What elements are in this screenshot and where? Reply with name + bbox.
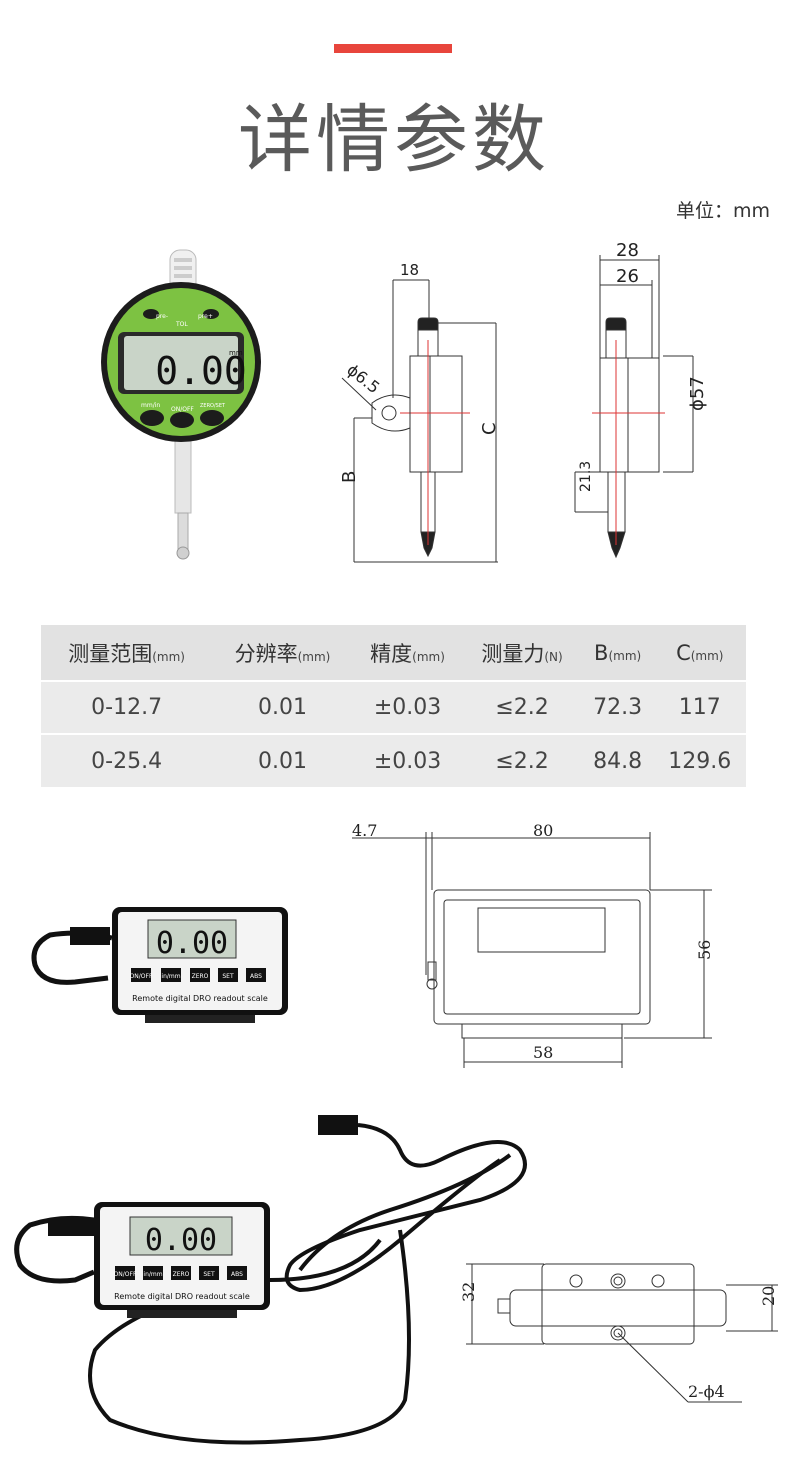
readout-dim-width: 80 (533, 821, 553, 840)
readout-dim-height: 56 (695, 940, 714, 960)
spec-table: 测量范围(mm) 分辨率(mm) 精度(mm) 测量力(N) B(mm) C(m… (41, 625, 746, 787)
unit-label: 单位：mm (675, 200, 770, 222)
side-dim-b: B (339, 471, 360, 483)
header-b: B(mm) (594, 640, 642, 665)
readout-side-dim-height: 32 (459, 1282, 478, 1302)
dial-display-unit: mm (229, 349, 243, 357)
readout-display-value: 0.00 (156, 926, 228, 961)
side-dim-c: C (479, 422, 500, 435)
readout2-button-in-mm[interactable] (143, 1266, 163, 1280)
readout-button-abs[interactable] (246, 968, 266, 982)
readout-unit-photo: 0.00 ON/OFF in/mm ZERO SET ABS Remote di… (31, 907, 288, 1023)
dial-button-on-off[interactable] (170, 412, 194, 428)
table-cell: 84.8 (581, 733, 654, 787)
readout-btn-label-abs: ABS (250, 973, 262, 980)
readout-unit-cable-photo: 0.00 ON/OFF in/mm ZERO SET ABS Remote di… (14, 1115, 527, 1445)
front-view-drawing (574, 255, 694, 559)
header-accuracy: 精度(mm) (370, 641, 445, 666)
spec-table-header-row: 测量范围(mm) 分辨率(mm) 精度(mm) 测量力(N) B(mm) C(m… (41, 625, 746, 681)
dial-label-zero-set: ZERO/SET (200, 403, 226, 409)
readout-side-drawing (466, 1263, 778, 1403)
dial-label-pre-minus: pre- (156, 313, 168, 320)
table-row: 0-25.4 0.01 ±0.03 ≤2.2 84.8 129.6 (41, 733, 746, 787)
table-cell: ±0.03 (352, 733, 463, 787)
readout2-btn-label-set: SET (203, 1271, 215, 1278)
readout-btn-label-set: SET (222, 973, 234, 980)
dial-indicator-photo: 0.00 mm pre- TOL pre+ mm/in ON/OFF ZERO/… (101, 249, 261, 560)
table-cell: 0.01 (212, 733, 353, 787)
readout-dim-base: 58 (533, 1043, 553, 1062)
dial-display-value: 0.00 (155, 349, 247, 393)
side-dim-width: 18 (400, 261, 419, 279)
table-cell: 0-12.7 (91, 695, 163, 720)
table-row: 0-12.7 0.01 ±0.03 ≤2.2 72.3 117 (41, 681, 746, 734)
readout2-btn-label-on-off: ON/OFF (114, 1271, 137, 1278)
readout-btn-label-in-mm: in/mm (161, 973, 180, 980)
front-dim-inner: 26 (616, 266, 639, 287)
table-cell: 0-25.4 (41, 733, 213, 787)
readout2-button-on-off[interactable] (115, 1266, 135, 1280)
readout-side-dim-holes: 2-ϕ4 (688, 1382, 725, 1401)
table-cell: 129.6 (653, 733, 746, 787)
dial-label-on-off: ON/OFF (171, 406, 194, 413)
dial-label-pre-plus: pre+ (198, 313, 213, 320)
table-cell: 117 (678, 695, 721, 720)
dial-button-zero-set[interactable] (200, 410, 224, 426)
readout2-caption: Remote digital DRO readout scale (114, 1292, 250, 1301)
front-dim-dia: ϕ57 (687, 376, 708, 411)
readout2-btn-label-in-mm: in/mm (143, 1271, 162, 1278)
readout2-button-zero[interactable] (171, 1266, 191, 1280)
readout2-button-set[interactable] (199, 1266, 219, 1280)
table-cell: ±0.03 (373, 695, 442, 720)
page-title: 详情参数 (238, 97, 550, 183)
readout-btn-label-zero: ZERO (192, 973, 209, 980)
side-dim-lug-dia: ϕ6.5 (343, 360, 383, 397)
table-cell: 0.01 (258, 695, 307, 720)
front-dim-stem: 21.3 (578, 461, 594, 492)
table-cell: ≤2.2 (462, 733, 582, 787)
readout-button-in-mm[interactable] (161, 968, 181, 982)
header-range: 测量范围(mm) (68, 641, 185, 666)
readout-front-drawing (352, 832, 712, 1068)
readout-caption: Remote digital DRO readout scale (132, 994, 268, 1003)
readout-button-zero[interactable] (190, 968, 210, 982)
readout-button-set[interactable] (218, 968, 238, 982)
front-dim-outer: 28 (616, 240, 639, 261)
readout2-button-abs[interactable] (227, 1266, 247, 1280)
readout-btn-label-on-off: ON/OFF (130, 973, 153, 980)
readout-side-dim-body: 20 (759, 1286, 778, 1306)
table-cell: 72.3 (593, 695, 643, 720)
dial-label-tol: TOL (175, 321, 188, 328)
readout2-btn-label-zero: ZERO (173, 1271, 190, 1278)
dial-label-mm-in: mm/in (141, 402, 160, 409)
header-c: C(mm) (676, 640, 724, 665)
side-view-drawing (341, 279, 498, 563)
dial-button-mm-in[interactable] (140, 410, 164, 426)
header-force: 测量力(N) (481, 641, 563, 666)
header-resolution: 分辨率(mm) (234, 641, 331, 666)
title-accent-bar (334, 44, 452, 53)
readout2-display-value: 0.00 (145, 1223, 217, 1258)
readout-button-on-off[interactable] (131, 968, 151, 982)
readout-dim-offset: 4.7 (352, 821, 377, 840)
readout2-btn-label-abs: ABS (231, 1271, 243, 1278)
table-cell: ≤2.2 (495, 695, 549, 720)
dial-indicator-section: 0.00 mm pre- TOL pre+ mm/in ON/OFF ZERO/… (101, 240, 708, 563)
